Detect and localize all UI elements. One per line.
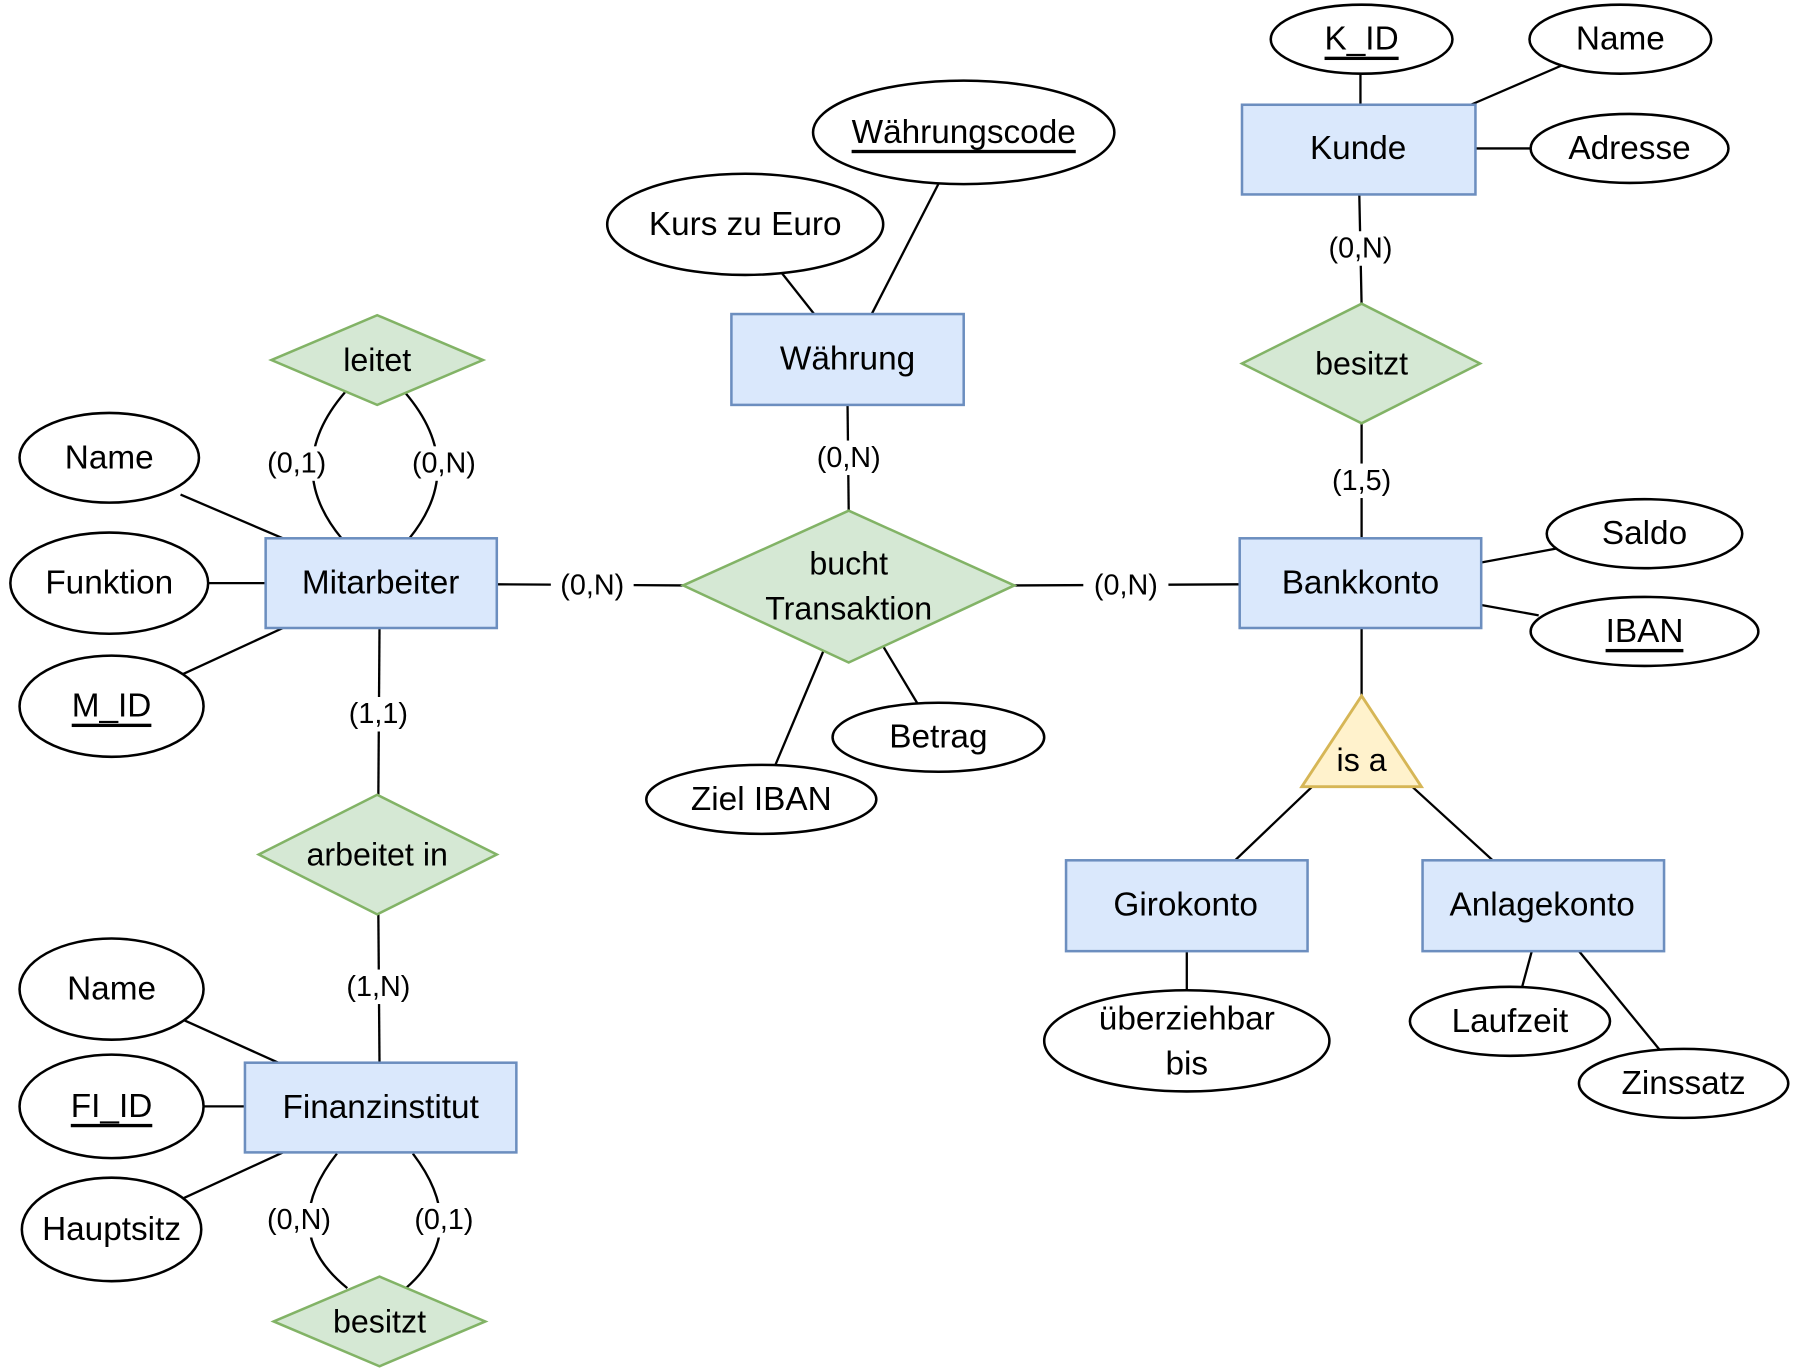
attribute-mitarbeiter-mid[interactable]: M_ID (18, 654, 205, 759)
attribute-waehrung-code-label: Währungscode (852, 114, 1076, 151)
attribute-fi-id[interactable]: FI_ID (18, 1053, 205, 1160)
cardinalities: (0,1) (0,N) (1,1) (1,N) (0,N) (0,1) (0,N… (259, 231, 1401, 1238)
relationship-besitzt-fi-label: besitzt (333, 1303, 426, 1339)
relationship-arbeitet-in[interactable]: arbeitet in (255, 793, 500, 916)
entity-anlagekonto[interactable]: Anlagekonto (1421, 859, 1666, 953)
isa-triangle[interactable]: is a (1299, 693, 1425, 789)
relationship-arbeitet-in-label: arbeitet in (307, 837, 448, 873)
attribute-bankkonto-saldo-label: Saldo (1602, 515, 1687, 552)
attribute-bankkonto-iban-label: IBAN (1606, 613, 1684, 650)
attribute-fi-hauptsitz[interactable]: Hauptsitz (20, 1176, 203, 1283)
attribute-transaktion-betrag[interactable]: Betrag (831, 701, 1046, 774)
cardinality-fi-arbeitet: (1,N) (346, 971, 410, 1003)
entity-waehrung-label: Währung (780, 340, 915, 377)
edge-mitarbeiter-name (180, 493, 284, 540)
attribute-waehrung-code[interactable]: Währungscode (811, 79, 1116, 186)
edge-fi-name (183, 1019, 279, 1064)
entity-mitarbeiter[interactable]: Mitarbeiter (264, 537, 499, 630)
entity-bankkonto[interactable]: Bankkonto (1238, 537, 1483, 630)
attribute-mitarbeiter-funktion-label: Funktion (45, 565, 173, 602)
edge-kunde-name (1470, 63, 1565, 106)
edge-isa-anlagekonto (1411, 785, 1494, 862)
edge-waehrung-code (870, 178, 942, 315)
attribute-kunde-name-label: Name (1576, 21, 1665, 58)
entity-bankkonto-label: Bankkonto (1282, 565, 1440, 602)
attribute-kunde-adresse-label: Adresse (1568, 130, 1690, 167)
attribute-fi-name[interactable]: Name (18, 937, 205, 1041)
relationship-leitet-label: leitet (343, 342, 411, 378)
entity-finanzinstitut-label: Finanzinstitut (282, 1089, 479, 1126)
attribute-waehrung-kurs-label: Kurs zu Euro (649, 206, 842, 243)
attribute-kunde-adresse[interactable]: Adresse (1529, 112, 1730, 185)
attribute-waehrung-kurs[interactable]: Kurs zu Euro (605, 172, 885, 277)
entity-kunde-label: Kunde (1310, 130, 1406, 167)
attribute-kunde-name[interactable]: Name (1528, 3, 1713, 75)
cardinality-mitarbeiter-bucht: (0,N) (560, 569, 624, 601)
entity-anlagekonto-label: Anlagekonto (1449, 887, 1634, 924)
edge-bucht-ziel-iban (772, 650, 825, 769)
attribute-giro-ueberziehbar-label-line1: überziehbar (1099, 1001, 1275, 1038)
attribute-mitarbeiter-name-label: Name (65, 439, 154, 476)
relationship-bucht-label-line1: bucht (809, 546, 888, 582)
attribute-mitarbeiter-funktion[interactable]: Funktion (9, 531, 210, 636)
relationship-bucht-transaktion[interactable]: bucht Transaktion (680, 509, 1018, 664)
entity-finanzinstitut[interactable]: Finanzinstitut (243, 1061, 518, 1154)
attribute-fi-hauptsitz-label: Hauptsitz (42, 1211, 181, 1248)
attribute-transaktion-ziel-iban-label: Ziel IBAN (691, 781, 832, 818)
attribute-fi-name-label: Name (67, 971, 156, 1008)
attribute-giro-ueberziehbar-label-line2: bis (1165, 1045, 1208, 1082)
edge-bankkonto-iban (1480, 603, 1539, 617)
edge-bucht-betrag (882, 645, 923, 711)
attribute-giro-ueberziehbar-bis[interactable]: überziehbar bis (1042, 988, 1331, 1093)
cardinality-bankkonto-besitzt: (1,5) (1332, 465, 1391, 497)
attribute-transaktion-betrag-label: Betrag (889, 719, 987, 756)
attribute-bankkonto-iban[interactable]: IBAN (1529, 595, 1760, 668)
edge-isa-girokonto (1234, 785, 1313, 862)
attribute-fi-id-label: FI_ID (71, 1088, 152, 1125)
edge-bankkonto-saldo (1480, 547, 1557, 564)
isa-label: is a (1337, 742, 1387, 778)
attribute-anlage-laufzeit[interactable]: Laufzeit (1408, 985, 1612, 1058)
cardinality-fi-besitzt-left: (0,N) (267, 1204, 331, 1236)
attribute-kunde-kid-label: K_ID (1325, 21, 1399, 58)
cardinality-kunde-besitzt: (0,N) (1329, 233, 1393, 265)
edge-fi-hauptsitz (180, 1151, 284, 1201)
attribute-transaktion-ziel-iban[interactable]: Ziel IBAN (645, 763, 878, 836)
relationship-bucht-label-line2: Transaktion (765, 590, 932, 626)
attribute-mitarbeiter-mid-label: M_ID (72, 688, 152, 725)
edge-mitarbeiter-mid (180, 626, 284, 677)
attribute-kunde-kid[interactable]: K_ID (1269, 3, 1454, 75)
cardinality-fi-besitzt-right: (0,1) (414, 1204, 473, 1236)
relationship-besitzt-kunde[interactable]: besitzt (1239, 302, 1483, 425)
attribute-mitarbeiter-name[interactable]: Name (18, 411, 201, 504)
relationship-besitzt-kunde-label: besitzt (1315, 346, 1408, 382)
cardinality-leitet-right: (0,N) (412, 448, 476, 480)
entity-girokonto-label: Girokonto (1113, 887, 1258, 924)
entity-mitarbeiter-label: Mitarbeiter (302, 565, 459, 602)
entity-kunde[interactable]: Kunde (1240, 103, 1477, 196)
edge-anlage-zinssatz (1578, 950, 1663, 1054)
attribute-anlage-zinssatz-label: Zinssatz (1622, 1065, 1746, 1102)
entity-waehrung[interactable]: Währung (730, 312, 965, 407)
relationship-besitzt-fi[interactable]: besitzt (270, 1275, 489, 1368)
attribute-bankkonto-saldo[interactable]: Saldo (1545, 497, 1744, 570)
cardinality-bankkonto-bucht: (0,N) (1094, 569, 1158, 601)
attribute-anlage-laufzeit-label: Laufzeit (1452, 1003, 1569, 1040)
entity-girokonto[interactable]: Girokonto (1064, 859, 1309, 953)
cardinality-leitet-left: (0,1) (267, 448, 326, 480)
edge-waehrung-kurs (778, 269, 816, 315)
attribute-anlage-zinssatz[interactable]: Zinssatz (1577, 1047, 1790, 1120)
relationship-leitet[interactable]: leitet (268, 313, 487, 407)
cardinality-waehrung-bucht: (0,N) (817, 442, 881, 474)
cardinality-mitarbeiter-arbeitet: (1,1) (349, 698, 408, 730)
